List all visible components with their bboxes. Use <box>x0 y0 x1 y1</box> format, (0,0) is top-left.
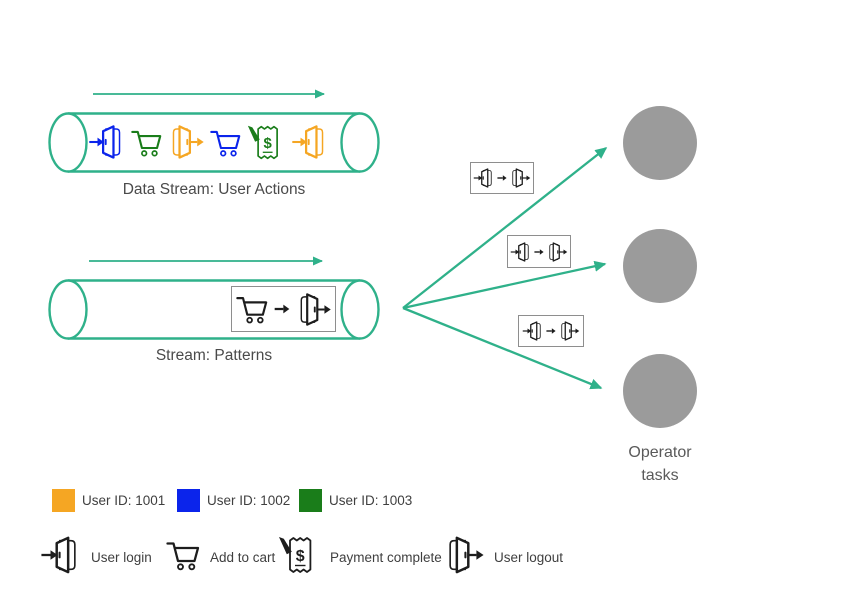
arrow-right-icon <box>274 301 290 317</box>
add-to-cart-icon <box>209 126 242 159</box>
user-login-icon <box>40 534 82 581</box>
add-to-cart-icon <box>130 126 163 159</box>
stream1-events <box>88 120 329 164</box>
stream1-cylinder <box>48 112 380 173</box>
user-logout-icon <box>509 167 531 189</box>
legend-user-1001: User ID: 1001 <box>52 489 165 512</box>
payment-complete-label: Payment complete <box>330 549 442 565</box>
legend-user-login: User login <box>40 534 152 580</box>
add-to-cart-icon <box>165 537 201 573</box>
payment-complete-icon <box>246 122 287 163</box>
legend-user-1003: User ID: 1003 <box>299 489 412 512</box>
stream1-flow-arrow <box>93 89 325 99</box>
legend-payment-complete: Payment complete <box>277 534 442 580</box>
stream2-cylinder <box>48 279 380 340</box>
legend-user-logout: User logout <box>443 534 563 580</box>
user-1002-label: User ID: 1002 <box>207 493 291 508</box>
legend-user-1002: User ID: 1002 <box>177 489 290 512</box>
user-logout-icon <box>295 291 332 328</box>
stream2-pattern-box <box>231 286 336 332</box>
user-login-icon <box>522 320 544 342</box>
user-login-icon <box>510 241 532 263</box>
user-1003-color-swatch <box>299 489 322 512</box>
routing-arrows <box>402 147 608 390</box>
user-login-icon <box>473 167 495 189</box>
user-logout-icon <box>546 241 568 263</box>
user-logout-icon <box>443 534 485 581</box>
user-login-icon <box>88 123 126 161</box>
legend-add-to-cart: Add to cart <box>165 534 275 580</box>
stream1-label: Data Stream: User Actions <box>122 181 306 198</box>
payment-complete-icon <box>277 533 321 582</box>
user-logout-icon <box>167 123 205 161</box>
add-to-cart-icon <box>165 537 201 578</box>
user-login-label: User login <box>91 549 152 565</box>
add-to-cart-icon <box>235 292 269 326</box>
arrow-right-icon <box>534 247 544 257</box>
operator-task-circle-3 <box>623 354 697 428</box>
user-logout-icon <box>558 320 580 342</box>
user-1001-color-swatch <box>52 489 75 512</box>
operator-task-circle-1 <box>623 106 697 180</box>
operator-tasks-label: Operator tasks <box>628 444 692 485</box>
user-1001-label: User ID: 1001 <box>82 493 166 508</box>
stream2-label: Stream: Patterns <box>155 347 273 364</box>
add-to-cart-label: Add to cart <box>210 549 276 565</box>
user-login-icon <box>291 123 329 161</box>
user-logout-label: User logout <box>494 549 564 565</box>
user-login-icon <box>40 534 82 576</box>
match-pattern-box-3 <box>518 315 584 347</box>
user-1002-color-swatch <box>177 489 200 512</box>
operator-task-circle-2 <box>623 229 697 303</box>
match-pattern-box-1 <box>470 162 534 194</box>
user-logout-icon <box>443 534 485 576</box>
match-pattern-box-2 <box>507 235 571 268</box>
user-1003-label: User ID: 1003 <box>329 493 413 508</box>
arrow-right-icon <box>497 173 507 183</box>
payment-complete-icon <box>277 533 321 577</box>
arrow-right-icon <box>546 326 556 336</box>
stream2-flow-arrow <box>89 256 323 266</box>
